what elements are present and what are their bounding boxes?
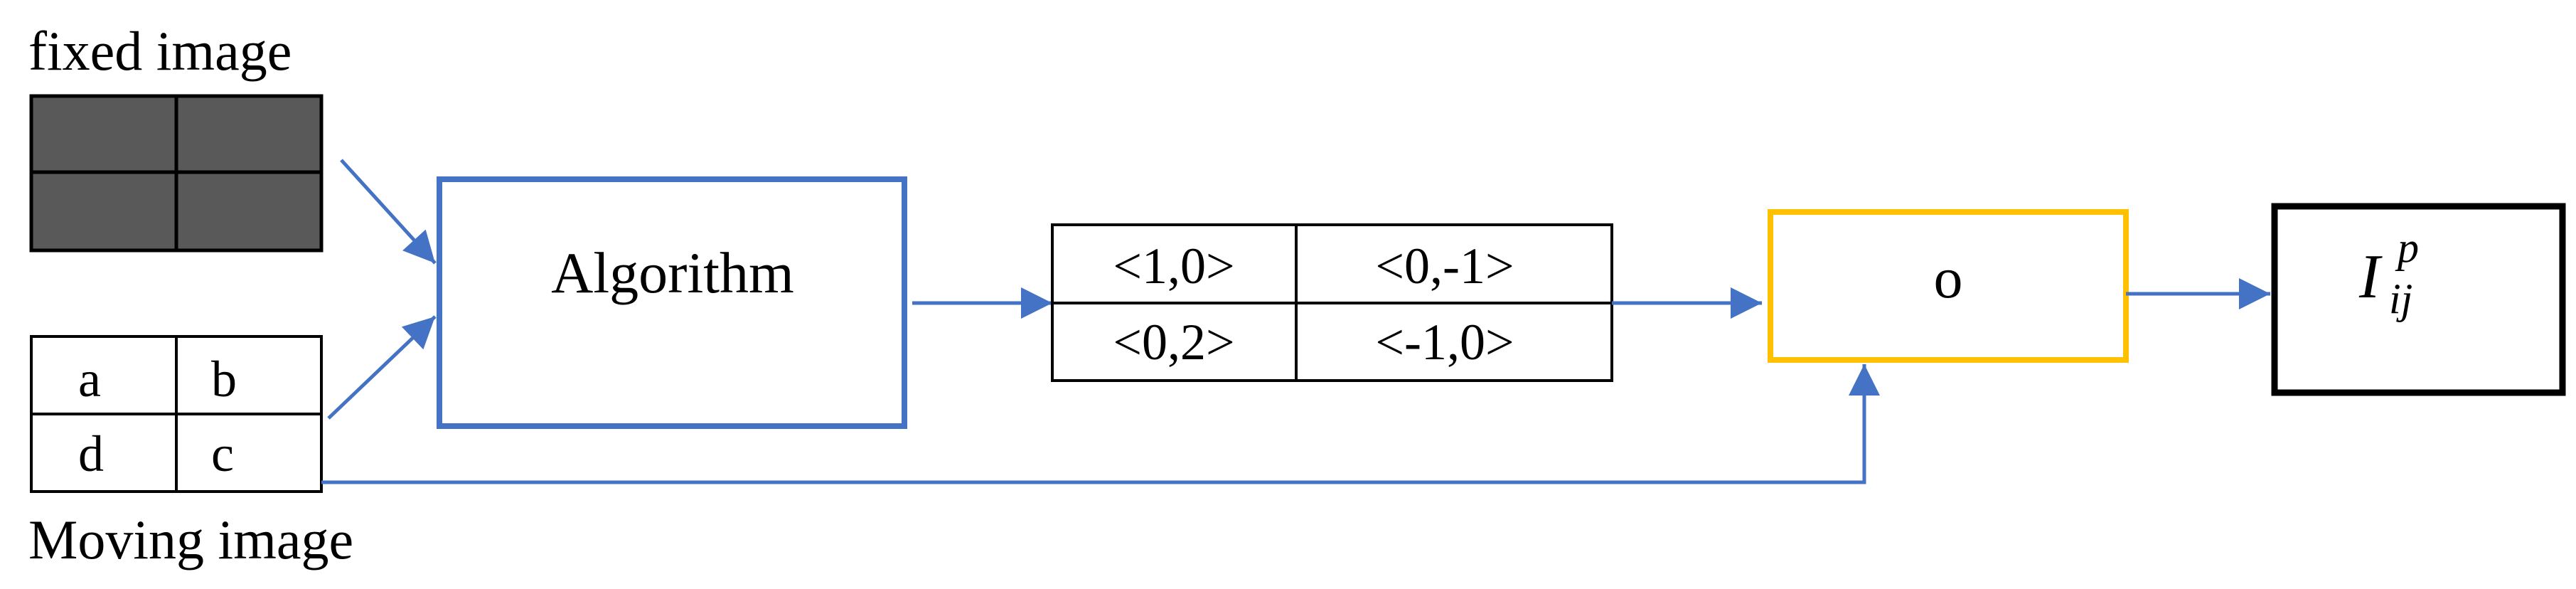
moving-to-operator-arrow <box>321 364 1880 484</box>
moving-to-algorithm-arrow <box>327 315 437 420</box>
table-cell: <0,-1> <box>1375 238 1514 294</box>
fixed-cell <box>174 170 324 253</box>
fixed-image-grid <box>29 94 324 253</box>
displacement-table: <1,0> <0,-1> <0,2> <-1,0> <box>1051 223 1613 382</box>
fixed-cell <box>174 94 324 174</box>
moving-image-grid: a b d c <box>30 335 323 493</box>
moving-image-label: Moving image <box>28 509 353 571</box>
table-cell: <-1,0> <box>1375 314 1514 371</box>
moving-cell-label: b <box>211 351 237 408</box>
algorithm-label: Algorithm <box>551 240 794 305</box>
operator-box <box>1768 209 2129 363</box>
moving-cell-label: a <box>78 351 101 408</box>
fixed-to-algorithm-arrow <box>340 159 437 265</box>
output-superscript: p <box>2395 224 2419 271</box>
table-cell: <1,0> <box>1113 238 1234 294</box>
fixed-cell <box>29 170 178 253</box>
output-symbol: I <box>2358 243 2383 312</box>
output-subscript: ij <box>2389 275 2412 322</box>
moving-cell-label: c <box>211 425 234 482</box>
output-box <box>2271 203 2566 396</box>
algorithm-box <box>437 176 907 429</box>
table-cell: <0,2> <box>1113 314 1234 371</box>
moving-cell-label: d <box>78 425 104 482</box>
fixed-cell <box>29 94 178 174</box>
operator-label: o <box>1934 245 1963 310</box>
fixed-image-label: fixed image <box>28 20 292 82</box>
